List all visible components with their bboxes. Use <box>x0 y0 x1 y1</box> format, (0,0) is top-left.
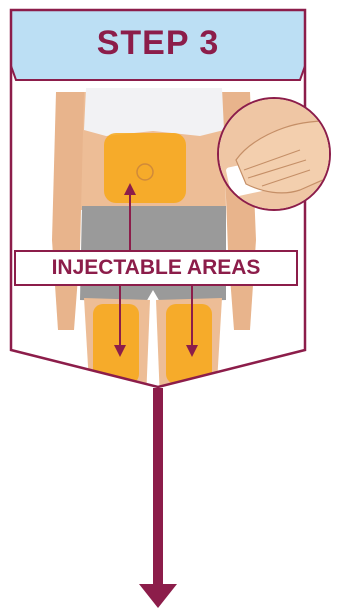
right-thigh-injection-area <box>166 304 212 384</box>
abdomen-injection-area <box>104 133 186 203</box>
step-title: STEP 3 <box>12 16 304 70</box>
shirt <box>84 88 224 136</box>
down-arrow-icon <box>139 388 177 608</box>
injectable-areas-label: INJECTABLE AREAS <box>14 250 298 286</box>
